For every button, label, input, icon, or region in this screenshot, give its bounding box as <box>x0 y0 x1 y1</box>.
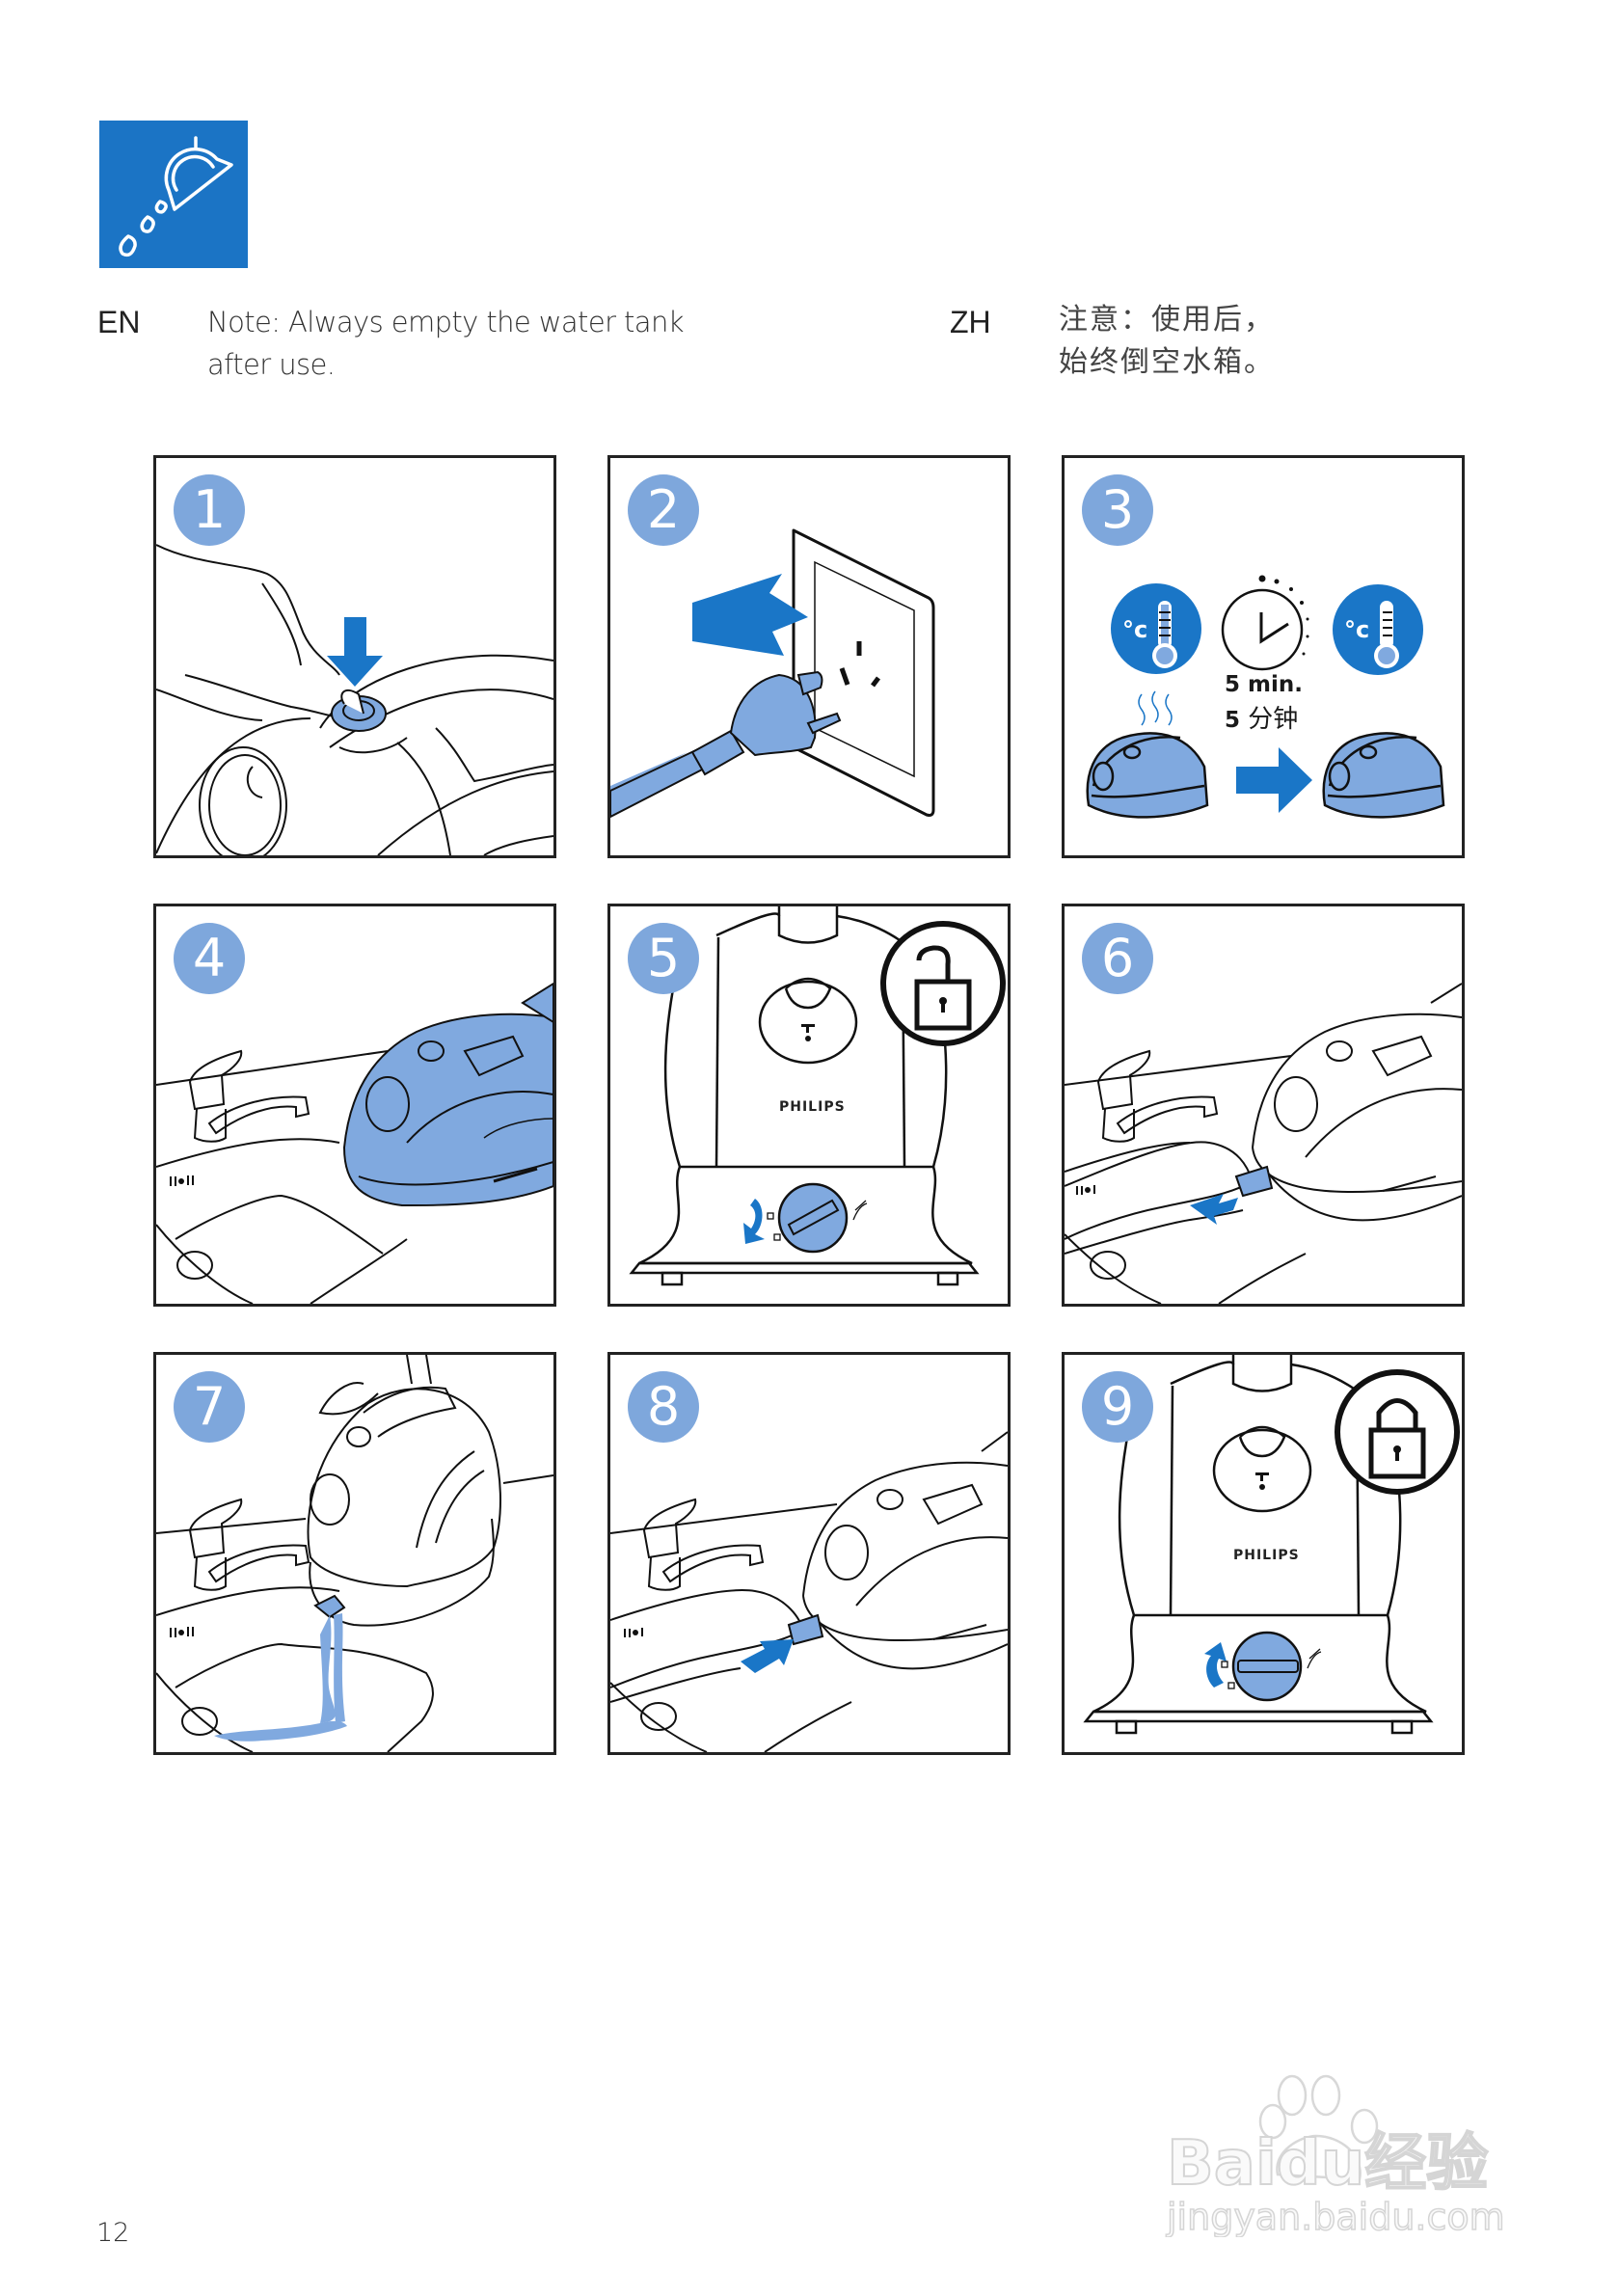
step-panel-5: PHILIPS 5 <box>607 904 1011 1307</box>
step-panel-7: 7 <box>153 1352 556 1755</box>
brand-label: PHILIPS <box>1233 1548 1300 1563</box>
step-panel-6: 6 <box>1062 904 1465 1307</box>
step-number-badge: 1 <box>174 474 245 546</box>
brand-label: PHILIPS <box>779 1099 846 1115</box>
note-zh-line-2: 始终倒空水箱。 <box>1059 345 1275 379</box>
step-number-badge: 9 <box>1082 1371 1153 1443</box>
steam-head-drops-icon <box>119 136 233 257</box>
cooldown-time-zh-number: 5 <box>1225 708 1241 733</box>
note-zh-line-1: 注意：使用后， <box>1059 303 1275 337</box>
step-number-badge: 7 <box>174 1371 245 1443</box>
step-number-badge: 6 <box>1082 923 1153 994</box>
step-panel-4: 4 <box>153 904 556 1307</box>
step-number-badge: 3 <box>1082 474 1153 546</box>
appliance-hot <box>1086 732 1209 819</box>
drain-water-into-sink-illustration <box>156 1355 553 1752</box>
cooldown-time-en: 5 min. <box>1225 672 1303 697</box>
step-number-badge: 8 <box>628 1371 699 1443</box>
unplug-from-socket-illustration <box>610 528 935 819</box>
step-panel-2: 2 <box>607 455 1011 858</box>
step-number-badge: 2 <box>628 474 699 546</box>
remove-drain-plug-illustration <box>1065 983 1462 1304</box>
press-power-button-illustration <box>156 544 553 855</box>
cool-down-timer-illustration: °c °c <box>1086 575 1445 819</box>
step-number-badge: 4 <box>174 923 245 994</box>
lang-label-zh: ZH <box>950 305 991 339</box>
watermark-brand: Baidu经验 <box>1167 2128 1488 2200</box>
cool-thermometer-icon <box>1333 584 1423 675</box>
svg-text:°c: °c <box>1344 616 1369 643</box>
lock-dial-illustration <box>1083 1355 1460 1735</box>
baidu-paw-logo-icon: Baidu经验 jingyan.baidu.com <box>1165 2074 1505 2239</box>
step-panel-8: 8 <box>607 1352 1011 1755</box>
hot-thermometer-icon <box>1111 583 1201 674</box>
note-en: Note: Always empty the water tank after … <box>207 301 685 386</box>
appliance-cool <box>1322 732 1445 819</box>
note-en-line-1: Note: Always empty the water tank <box>207 306 685 338</box>
note-zh: 注意：使用后， 始终倒空水箱。 <box>1059 299 1275 384</box>
unlock-dial-illustration <box>629 906 1006 1286</box>
empty-water-tank-icon <box>99 121 248 268</box>
note-en-line-2: after use. <box>207 348 336 381</box>
step-panel-3: °c °c <box>1062 455 1465 858</box>
cooldown-time-zh: 5 分钟 <box>1225 699 1298 735</box>
step-panel-9: PHILIPS 9 <box>1062 1352 1465 1755</box>
place-appliance-by-sink-illustration <box>156 982 553 1304</box>
svg-text:°c: °c <box>1122 616 1147 643</box>
page-number: 12 <box>96 2218 130 2248</box>
reinsert-drain-plug-illustration <box>610 1431 1008 1752</box>
timer-clock-icon <box>1221 588 1304 671</box>
watermark-url: jingyan.baidu.com <box>1166 2196 1505 2237</box>
step-number-badge: 5 <box>628 923 699 994</box>
step-panel-1: 1 <box>153 455 556 858</box>
baidu-watermark: Baidu经验 jingyan.baidu.com <box>1147 2054 1524 2239</box>
cooldown-time-zh-unit: 分钟 <box>1248 705 1299 734</box>
lang-label-en: EN <box>97 305 141 339</box>
